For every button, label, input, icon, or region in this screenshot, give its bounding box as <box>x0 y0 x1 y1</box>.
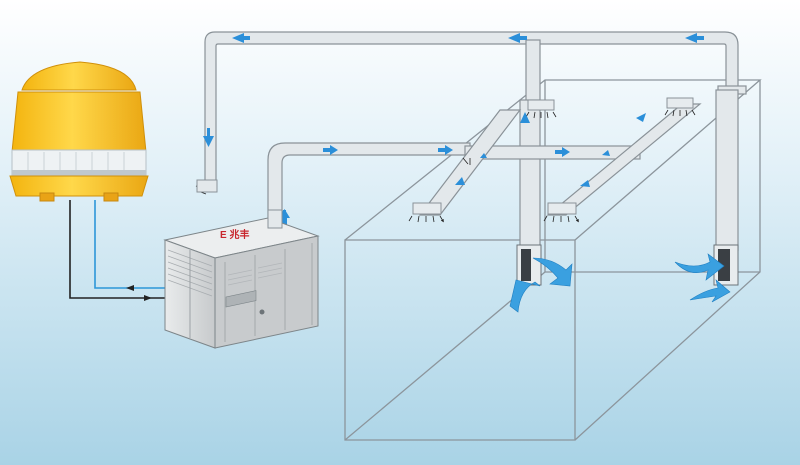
air-swirl-icon <box>509 253 731 313</box>
diffuser-arrows <box>195 109 696 222</box>
cooling-tower-icon <box>9 61 149 202</box>
pipe-supply-blue <box>94 200 165 289</box>
ceiling-diffuser-icon <box>412 97 694 215</box>
supply-duct <box>267 103 702 231</box>
air-handling-unit-icon: E 兆丰 <box>163 217 320 349</box>
unit-inlet <box>196 179 218 193</box>
unit-outlet <box>267 209 283 229</box>
pipe-return-black <box>69 200 165 299</box>
pipe-arrows <box>126 285 152 301</box>
return-riser-right <box>715 89 739 251</box>
unit-logo: E 兆丰 <box>220 228 249 241</box>
airflow-arrow-icon <box>203 33 704 226</box>
brand-label: E 兆丰 <box>220 228 249 241</box>
